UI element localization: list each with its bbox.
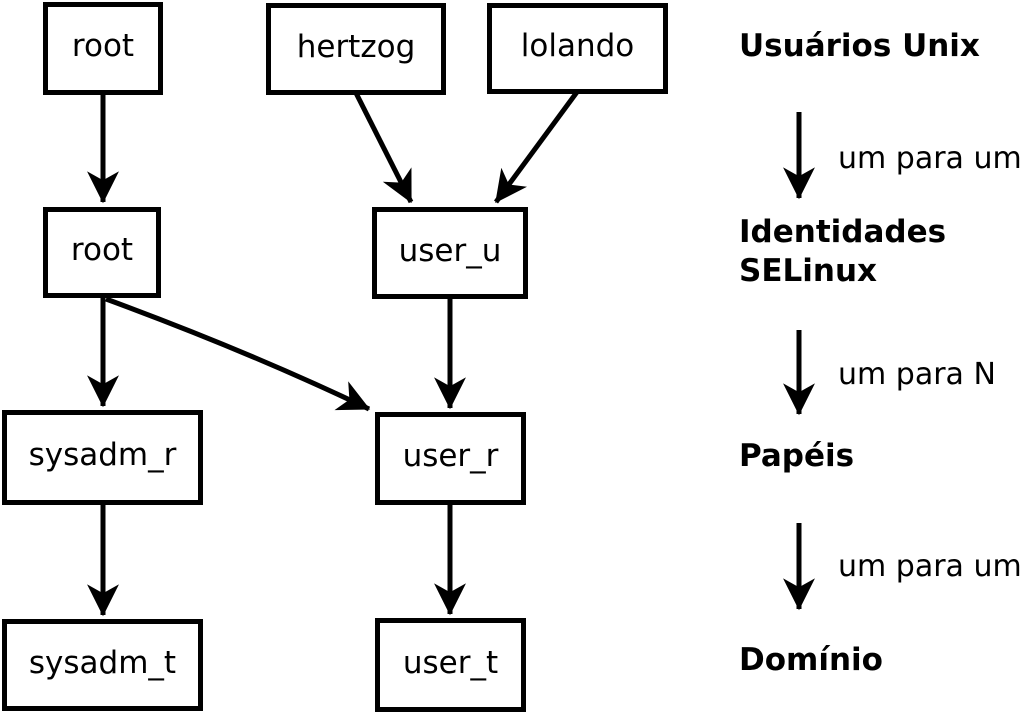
box-label: user_t xyxy=(402,644,499,681)
legend-usuarios-unix: Usuários Unix xyxy=(739,28,980,64)
arrow-hertzog-to-useru xyxy=(353,91,414,204)
box-root-selinux-identity: root xyxy=(43,207,161,298)
box-label: root xyxy=(70,232,134,268)
legend-mapping-um-para-um-2: um para um xyxy=(838,549,1022,584)
arrow-rootsel-to-userr xyxy=(105,296,371,412)
box-label: lolando xyxy=(520,28,635,64)
box-root-unix-user: root xyxy=(43,2,163,95)
box-lolando-user: lolando xyxy=(487,3,668,94)
box-label: user_r xyxy=(402,438,499,474)
legend-mapping-um-para-um-1: um para um xyxy=(838,141,1022,176)
box-user-t-domain: user_t xyxy=(375,618,526,712)
box-label: sysadm_r xyxy=(28,437,177,473)
box-label: user_u xyxy=(398,232,502,269)
legend-identidades-line1: Identidades xyxy=(739,214,947,250)
box-label: sysadm_t xyxy=(28,644,177,681)
legend-mapping-um-para-n: um para N xyxy=(838,357,996,392)
box-user-u-identity: user_u xyxy=(372,207,528,299)
box-label: hertzog xyxy=(296,28,416,65)
legend-dominio: Domínio xyxy=(739,642,883,678)
box-sysadm-r-role: sysadm_r xyxy=(2,410,203,505)
arrow-lolando-to-useru xyxy=(493,90,580,204)
legend-papeis: Papéis xyxy=(739,438,855,474)
legend-selinux-line2: SELinux xyxy=(739,253,878,289)
box-hertzog-user: hertzog xyxy=(266,3,446,95)
box-user-r-role: user_r xyxy=(375,412,526,505)
box-sysadm-t-domain: sysadm_t xyxy=(2,619,203,711)
box-label: root xyxy=(71,28,135,64)
